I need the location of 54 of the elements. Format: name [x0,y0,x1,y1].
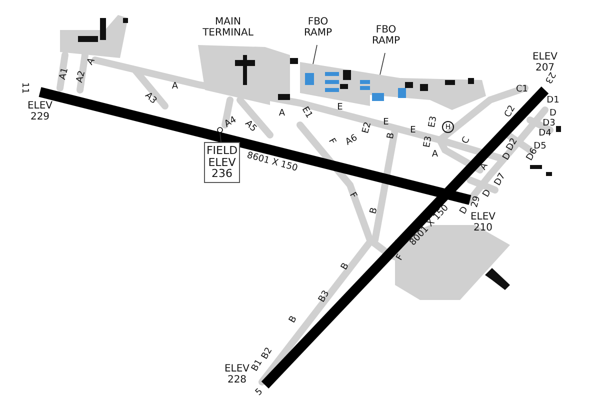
taxiway-label: D [459,206,470,216]
taxiway-label: D [550,109,556,118]
taxiway-label: B [386,132,398,140]
elevation-label: ELEV 228 [223,364,251,386]
taxiway-label: E [410,126,416,136]
ramp-label: FBO RAMP [368,26,404,46]
leader-line [312,44,318,64]
elevation-label: ELEV 210 [469,212,497,234]
taxiway-label: D6 [526,147,540,163]
taxiway-label: D4 [538,129,552,139]
taxiway-label: A4 [224,116,238,130]
taxiway-label: A5 [242,119,258,135]
taxiway-label: C [461,136,473,146]
leader-line [220,132,222,142]
taxiway-label: D1 [546,96,560,106]
taxiway-label: A6 [344,134,360,148]
runway-dimension: 8601 X 150 [246,152,298,174]
taxiway-label: B3 [318,289,332,305]
taxiway-label: F [326,137,336,147]
elevation-label: ELEV 229 [26,102,54,122]
taxiway-label: E [383,118,389,128]
taxiway-label: D [502,152,514,162]
taxiway-label: E [337,103,343,113]
taxiway-label: E3 [423,136,435,148]
taxiway-label: 29 [470,195,483,209]
taxiway-label: 5 [254,388,266,398]
field-elevation-box: FIELD ELEV 236 [204,142,240,183]
elevation-label: MAIN TERMINAL [202,18,254,38]
taxiway-label: F [396,253,406,263]
taxiway-label: A [278,109,286,119]
taxiway-label: E3 [428,116,440,128]
taxiway-label: E2 [362,121,374,135]
taxiway-label: E1 [299,106,313,120]
taxiway-label: D7 [494,172,508,188]
taxiway-label: C1 [516,85,528,95]
taxiway-label: A [479,162,491,172]
taxiway-label: A1 [58,67,72,81]
field-elevation-point [217,127,223,133]
taxiway-label: B [370,206,380,216]
taxiway-label: D [482,188,494,200]
taxiway-label: A2 [76,70,88,84]
ramp-label: FBO RAMP [300,18,336,38]
taxiway-label: C2 [504,104,518,120]
taxiway-label: A [432,150,438,160]
leader-line [380,52,386,76]
taxiway-label: F [346,191,358,201]
taxiway-label: D3 [542,119,556,129]
taxiway-label: B [340,262,352,272]
taxiway-label: 11 [19,82,29,94]
taxiway-label: A [86,56,98,68]
taxiway-label: D2 [506,137,520,153]
taxiway-label: B [288,314,300,326]
taxiway-label: A [172,82,178,92]
taxiway-label: A3 [142,91,158,107]
